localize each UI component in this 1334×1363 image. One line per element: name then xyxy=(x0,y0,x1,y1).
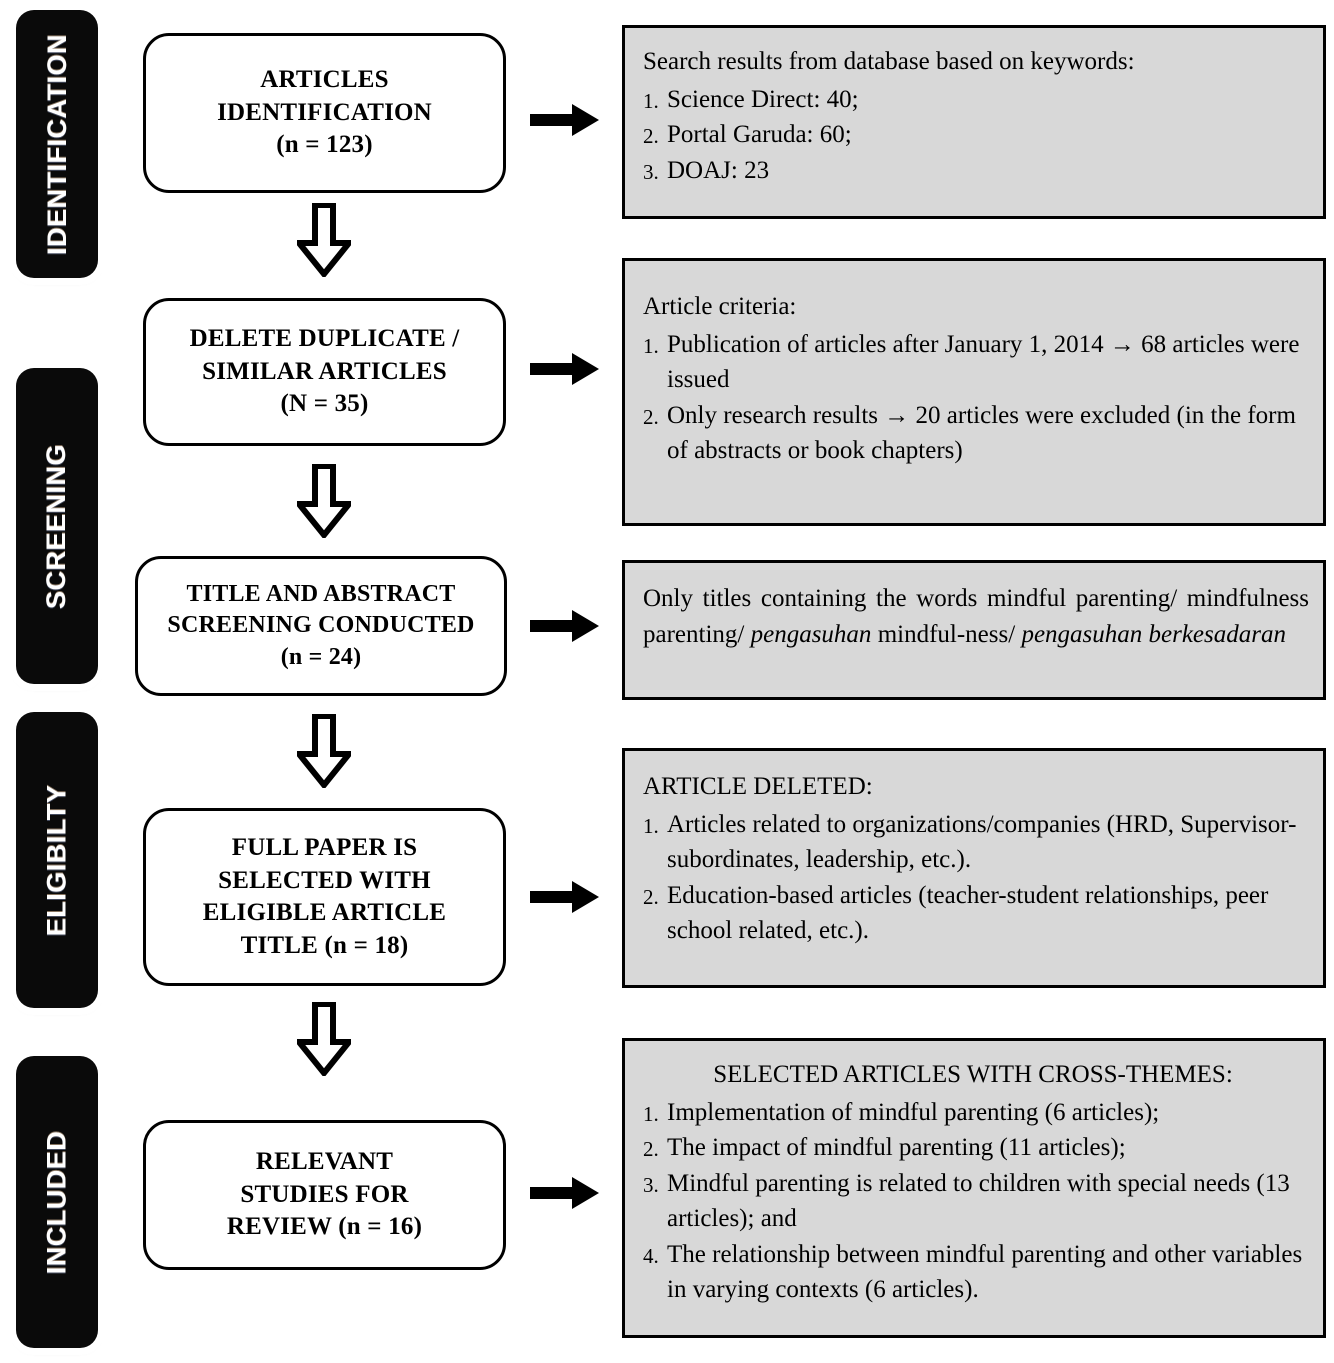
hollow-down-arrow-icon xyxy=(292,463,356,540)
flow-arrow-right-1 xyxy=(530,103,600,137)
process-box-line: RELEVANT xyxy=(255,1148,394,1176)
process-box-line: (n = 24) xyxy=(280,643,362,670)
list-item: 3. DOAJ: 23 xyxy=(643,153,1309,189)
stage-tab-screening-label: SCREENING xyxy=(41,443,72,609)
solid-right-arrow-icon xyxy=(530,610,599,642)
hollow-down-arrow-icon xyxy=(292,202,356,279)
process-box-line: ARTICLES xyxy=(260,66,389,94)
flow-arrow-right-2 xyxy=(530,352,600,386)
list-item-number: 1. xyxy=(643,1101,659,1126)
list-item-text: The relationship between mindful parenti… xyxy=(667,1240,1303,1304)
note-heading: ARTICLE DELETED: xyxy=(643,773,873,800)
process-box-line: ELIGIBLE ARTICLE xyxy=(202,899,447,926)
list-item-text: Implementation of mindful parenting (6 a… xyxy=(667,1098,1160,1126)
list-item: 2. Only research results → 20 articles w… xyxy=(643,398,1309,469)
note-heading: Search results from database based on ke… xyxy=(643,48,1135,75)
process-box-articles-identification: ARTICLES IDENTIFICATION (n = 123) xyxy=(143,33,506,193)
note-heading: SELECTED ARTICLES WITH CROSS-THEMES: xyxy=(713,1061,1233,1088)
process-box-line: SIMILAR ARTICLES xyxy=(202,357,447,385)
process-box-line: FULL PAPER IS xyxy=(231,834,418,861)
list-item: 1. Implementation of mindful parenting (… xyxy=(643,1095,1309,1131)
list-item-number: 2. xyxy=(643,124,659,148)
process-box-relevant-studies: RELEVANT STUDIES FOR REVIEW (n = 16) xyxy=(143,1120,506,1270)
list-item-number: 3. xyxy=(643,159,659,184)
list-item-number: 1. xyxy=(643,333,659,358)
list-item-text: Publication of articles after January 1,… xyxy=(667,330,1300,394)
list-item: 4. The relationship between mindful pare… xyxy=(643,1237,1309,1308)
list-item-text: The impact of mindful parenting (11 arti… xyxy=(667,1134,1126,1161)
note-box-search-results: Search results from database based on ke… xyxy=(622,25,1326,219)
flow-arrow-down-2 xyxy=(292,463,356,540)
process-box-delete-duplicates: DELETE DUPLICATE / SIMILAR ARTICLES (N =… xyxy=(143,298,506,446)
flow-arrow-down-1 xyxy=(292,202,356,279)
solid-right-arrow-icon xyxy=(530,353,599,385)
note-box-selected-cross-themes: SELECTED ARTICLES WITH CROSS-THEMES: 1. … xyxy=(622,1038,1326,1338)
note-list: 1. Articles related to organizations/com… xyxy=(643,807,1309,949)
list-item-number: 1. xyxy=(643,88,659,113)
solid-right-arrow-icon xyxy=(530,104,599,136)
flow-arrow-right-5 xyxy=(530,1176,600,1210)
note-list: 1. Publication of articles after January… xyxy=(643,327,1309,469)
list-item-text: Portal Garuda: 60; xyxy=(667,121,852,148)
list-item-text: Education-based articles (teacher-studen… xyxy=(667,881,1269,945)
process-box-line: SELECTED WITH xyxy=(218,866,431,894)
list-item-number: 4. xyxy=(643,1243,659,1268)
list-item: 2. Portal Garuda: 60; xyxy=(643,117,1309,153)
note-list: 1. Science Direct: 40; 2. Portal Garuda:… xyxy=(643,82,1309,189)
note-list: 1. Implementation of mindful parenting (… xyxy=(643,1095,1309,1308)
stage-tab-included-label: INCLUDED xyxy=(41,1130,72,1274)
list-item-text: Mindful parenting is related to children… xyxy=(667,1169,1290,1233)
flow-arrow-down-3 xyxy=(292,713,356,790)
list-item-text: DOAJ: 23 xyxy=(667,156,770,184)
flow-arrow-down-4 xyxy=(292,1001,356,1078)
flow-arrow-right-3 xyxy=(530,609,600,643)
hollow-down-arrow-icon xyxy=(292,1001,356,1078)
list-item-text: Science Direct: 40; xyxy=(667,85,859,113)
stage-tab-identification-label: IDENTIFICATION xyxy=(41,33,72,255)
process-box-line: (N = 35) xyxy=(280,390,369,418)
note-heading: Article criteria: xyxy=(643,293,797,320)
list-item: 3. Mindful parenting is related to child… xyxy=(643,1166,1309,1237)
process-box-line: TITLE (n = 18) xyxy=(240,931,409,959)
process-box-line: IDENTIFICATION xyxy=(217,98,432,126)
solid-right-arrow-icon xyxy=(530,881,599,913)
stage-tab-eligibility-label: ELIGIBILTY xyxy=(41,784,72,936)
list-item-number: 2. xyxy=(643,404,659,429)
stage-tab-eligibility: ELIGIBILTY xyxy=(16,712,98,1008)
process-box-full-paper-selected: FULL PAPER IS SELECTED WITH ELIGIBLE ART… xyxy=(143,808,506,986)
stage-tab-screening: SCREENING xyxy=(16,368,98,684)
process-box-title-abstract-screening: TITLE AND ABSTRACT SCREENING CONDUCTED (… xyxy=(135,556,507,696)
process-box-line: SCREENING CONDUCTED xyxy=(167,612,475,639)
stage-tab-included: INCLUDED xyxy=(16,1056,98,1348)
list-item: 1. Publication of articles after January… xyxy=(643,327,1309,398)
process-box-line: DELETE DUPLICATE / xyxy=(189,325,460,353)
process-box-line: TITLE AND ABSTRACT xyxy=(186,581,456,608)
list-item-number: 3. xyxy=(643,1172,659,1197)
process-box-line: REVIEW (n = 16) xyxy=(226,1213,423,1241)
note-box-article-deleted: ARTICLE DELETED: 1. Articles related to … xyxy=(622,748,1326,988)
note-paragraph: Only titles containing the words mindful… xyxy=(643,585,1309,648)
list-item-text: Articles related to organizations/compan… xyxy=(667,810,1297,874)
list-item-number: 2. xyxy=(643,1137,659,1161)
list-item: 1. Science Direct: 40; xyxy=(643,82,1309,118)
list-item: 1. Articles related to organizations/com… xyxy=(643,807,1309,878)
list-item-text: Only research results → 20 articles were… xyxy=(667,401,1296,465)
list-item: 2. The impact of mindful parenting (11 a… xyxy=(643,1130,1309,1166)
list-item-number: 2. xyxy=(643,884,659,909)
hollow-down-arrow-icon xyxy=(292,713,356,790)
process-box-line: STUDIES FOR xyxy=(240,1180,409,1208)
flow-arrow-right-4 xyxy=(530,880,600,914)
list-item: 2. Education-based articles (teacher-stu… xyxy=(643,878,1309,949)
stage-tab-identification: IDENTIFICATION xyxy=(16,10,98,278)
note-box-article-criteria: Article criteria: 1. Publication of arti… xyxy=(622,258,1326,526)
note-box-title-keywords: Only titles containing the words mindful… xyxy=(622,560,1326,700)
process-box-line: (n = 123) xyxy=(276,131,373,159)
list-item-number: 1. xyxy=(643,813,659,838)
solid-right-arrow-icon xyxy=(530,1177,599,1209)
